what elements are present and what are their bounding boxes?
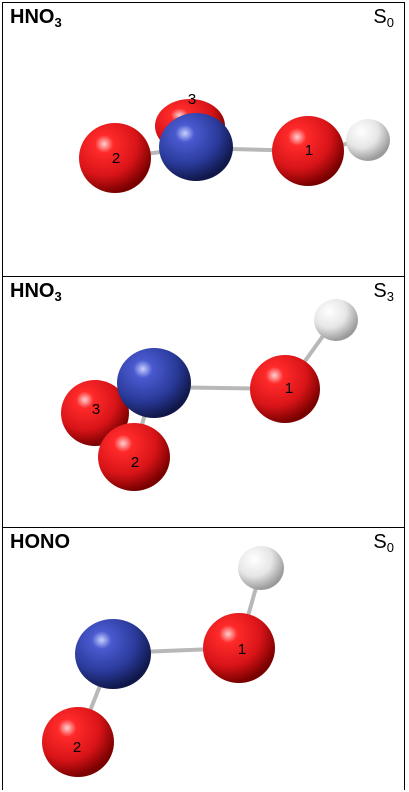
nitrogen-atom <box>117 348 191 418</box>
atom-number: 3 <box>92 401 100 418</box>
panel-hno3-s3: HNO3 S3 3 1 2 <box>2 276 405 528</box>
hydrogen-atom <box>346 119 390 161</box>
atom-number: 2 <box>131 454 139 471</box>
oxygen-atom-1 <box>272 116 344 186</box>
molecule-label: HONO <box>10 531 70 553</box>
hydrogen-atom <box>314 299 358 341</box>
atom-number: 2 <box>73 739 81 756</box>
molecule-label: HNO3 <box>10 280 62 304</box>
atom-number: 1 <box>285 380 293 397</box>
state-label: S3 <box>373 280 394 304</box>
oxygen-atom-1 <box>250 355 320 423</box>
oxygen-atom-1 <box>203 613 275 683</box>
molecule-label: HNO3 <box>10 6 62 30</box>
molecule-structure: 3 2 1 <box>79 91 390 193</box>
atom-number: 2 <box>112 150 120 167</box>
state-label: S0 <box>373 6 394 30</box>
nitrogen-atom <box>159 113 233 181</box>
panel-hono-s0: HONO S0 1 2 <box>2 527 405 790</box>
oxygen-atom-2 <box>98 423 170 491</box>
hydrogen-atom <box>238 546 284 590</box>
nitrogen-atom <box>75 619 151 689</box>
atom-number: 1 <box>238 641 246 658</box>
panel-hno3-s0: HNO3 S0 3 2 1 <box>2 2 405 277</box>
atom-number: 3 <box>188 91 196 108</box>
state-label: S0 <box>373 531 394 555</box>
molecule-structure: 3 1 2 <box>61 299 358 491</box>
oxygen-atom-2 <box>79 123 151 193</box>
atom-number: 1 <box>305 142 313 159</box>
molecule-structure: 1 2 <box>42 546 284 777</box>
oxygen-atom-3 <box>61 380 129 446</box>
oxygen-atom-2 <box>42 707 114 777</box>
